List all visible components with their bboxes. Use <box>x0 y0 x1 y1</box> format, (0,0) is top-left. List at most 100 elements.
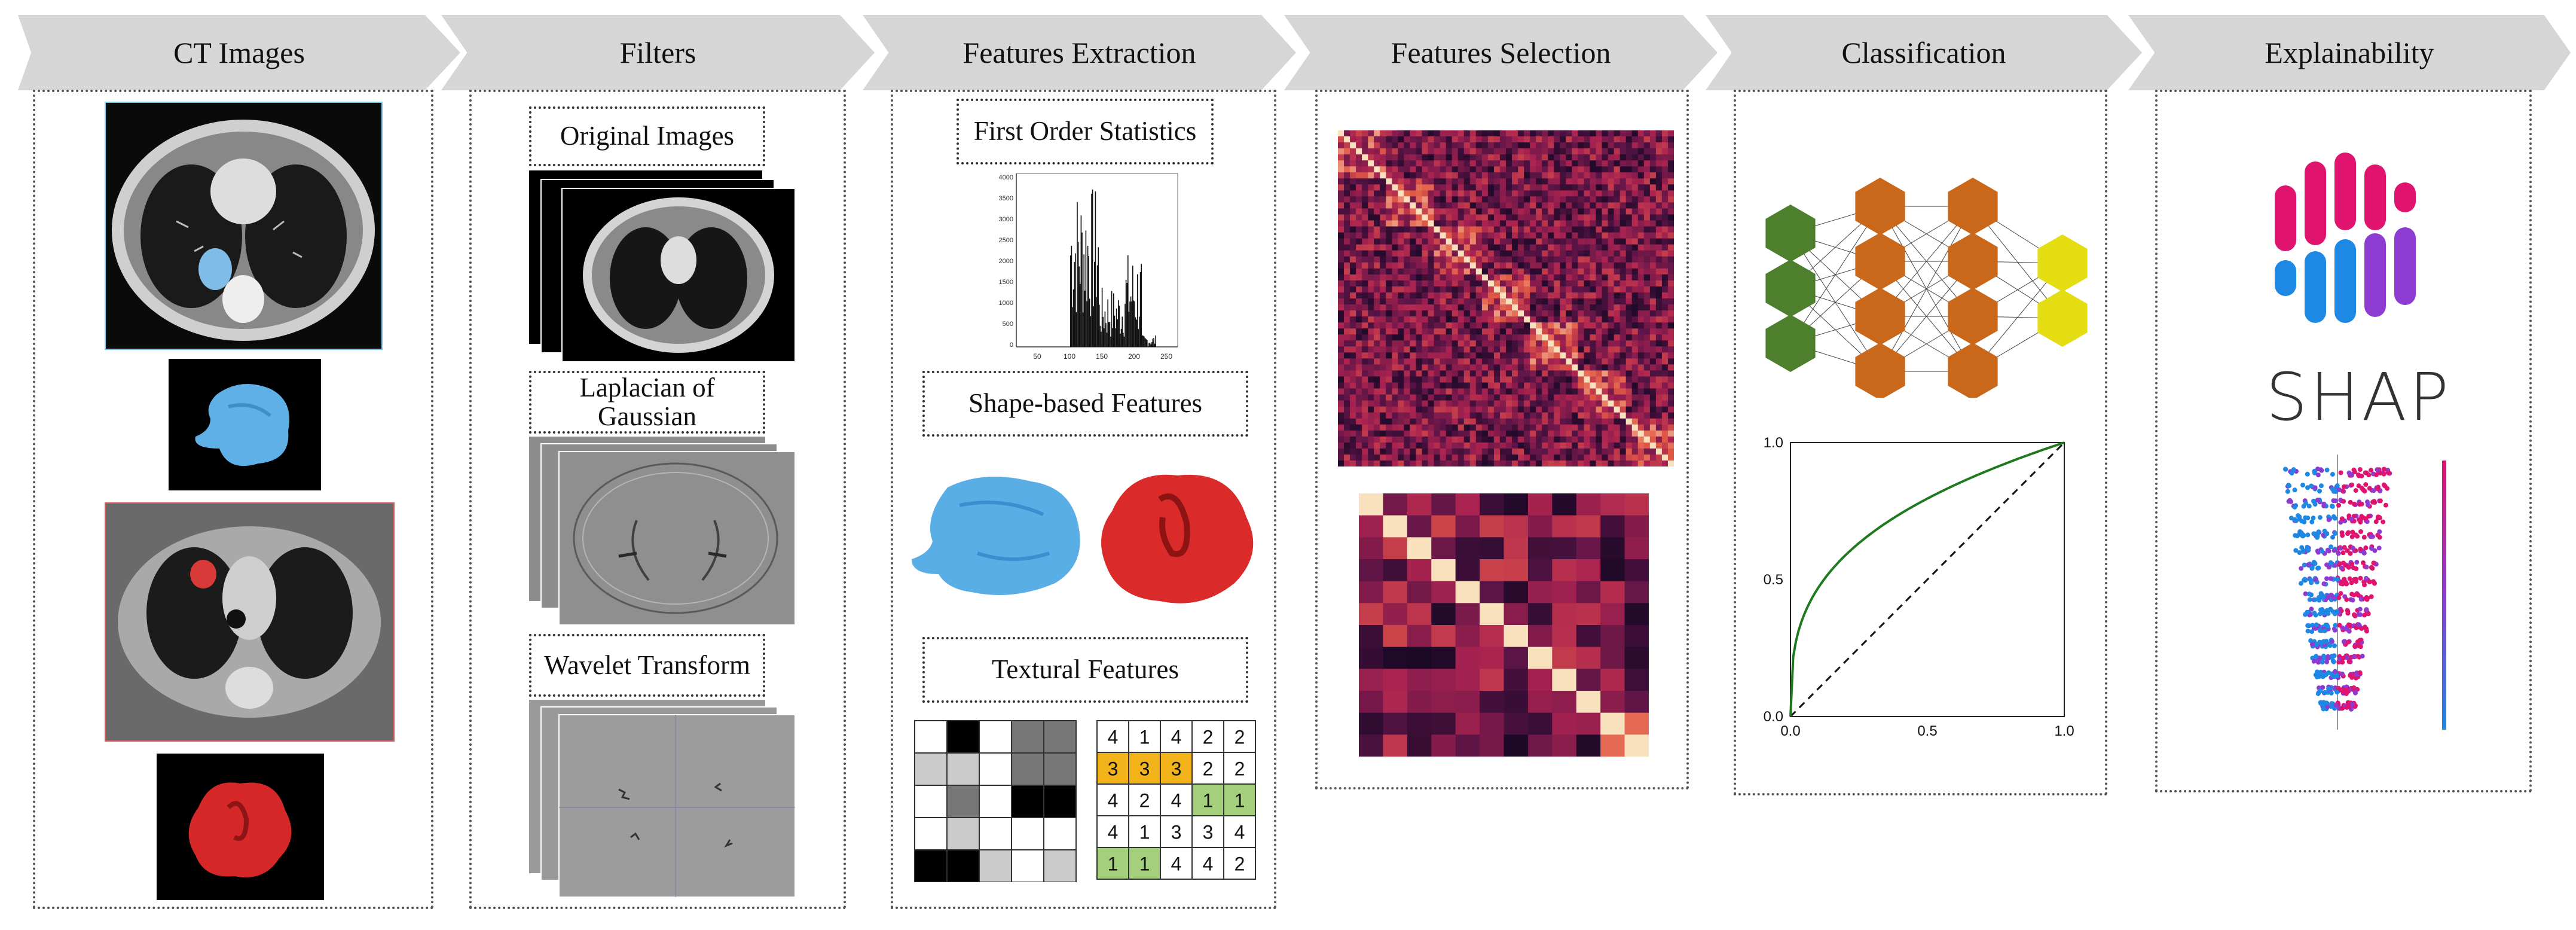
heatmap-cell <box>1548 274 1554 281</box>
heatmap-cell <box>1344 142 1350 149</box>
heatmap-cell <box>1530 358 1536 365</box>
shap-point <box>2309 642 2315 647</box>
heatmap-cell <box>1643 208 1651 215</box>
heatmap-cell <box>1631 460 1639 466</box>
heatmap-cell <box>1362 214 1368 221</box>
shap-point <box>2329 544 2334 550</box>
heatmap-cell <box>1356 448 1362 455</box>
heatmap-cell <box>1359 581 1383 603</box>
heatmap-cell <box>1602 178 1609 185</box>
heatmap-cell <box>1404 418 1411 425</box>
heatmap-cell <box>1667 424 1674 431</box>
histogram-bar <box>1150 344 1151 347</box>
heatmap-cell <box>1637 178 1645 185</box>
heatmap-cell <box>1380 154 1386 161</box>
heatmap-cell <box>1518 178 1524 185</box>
heatmap-cell <box>1380 196 1386 203</box>
heatmap-cell <box>1661 154 1669 161</box>
heatmap-cell <box>1392 238 1398 245</box>
heatmap-cell <box>1410 172 1417 179</box>
heatmap-cell <box>1554 142 1560 149</box>
heatmap-cell <box>1643 436 1651 443</box>
heatmap-cell <box>1536 448 1542 455</box>
heatmap-cell <box>1398 196 1404 203</box>
heatmap-cell <box>1661 286 1669 293</box>
tumor-3d-red-shape <box>1101 474 1254 603</box>
heatmap-cell <box>1584 418 1591 425</box>
heatmap-cell <box>1410 130 1417 137</box>
heatmap-cell <box>1625 178 1633 185</box>
heatmap-cell <box>1446 370 1453 377</box>
heatmap-cell <box>1368 382 1374 389</box>
heatmap-cell <box>1386 226 1392 233</box>
heatmap-cell <box>1566 172 1572 179</box>
heatmap-cell <box>1590 304 1597 311</box>
heatmap-cell <box>1493 280 1501 287</box>
heatmap-cell <box>1614 166 1621 173</box>
heatmap-cell <box>1452 346 1459 353</box>
heatmap-cell <box>1655 130 1663 137</box>
heatmap-cell <box>1356 376 1362 383</box>
heatmap-cell <box>1440 340 1447 347</box>
heatmap-cell <box>1428 184 1435 191</box>
heatmap-cell <box>1661 460 1669 466</box>
heatmap-cell <box>1548 142 1554 149</box>
heatmap-cell <box>1602 394 1609 401</box>
heatmap-cell <box>1590 400 1597 407</box>
heatmap-cell <box>1356 346 1362 353</box>
heatmap-cell <box>1434 280 1441 287</box>
heatmap-cell <box>1608 418 1615 425</box>
heatmap-cell <box>1548 382 1554 389</box>
heatmap-cell <box>1619 334 1627 341</box>
heatmap-cell <box>1356 400 1362 407</box>
heatmap-cell <box>1493 130 1501 137</box>
heatmap-cell <box>1619 460 1627 466</box>
heatmap-cell <box>1542 268 1548 275</box>
shap-point <box>2378 498 2383 504</box>
heatmap-cell <box>1578 454 1585 461</box>
heatmap-cell <box>1469 370 1477 377</box>
heatmap-cell <box>1457 268 1465 275</box>
heatmap-cell <box>1518 160 1524 167</box>
heatmap-cell <box>1524 328 1530 335</box>
heatmap-cell <box>1422 436 1429 443</box>
heatmap-cell <box>1560 436 1566 443</box>
heatmap-cell <box>1667 376 1674 383</box>
heatmap-cell <box>1374 262 1380 269</box>
heatmap-cell <box>1499 190 1507 197</box>
heatmap-cell <box>1602 376 1609 383</box>
heatmap-cell <box>1527 669 1553 691</box>
heatmap-cell <box>1548 172 1554 179</box>
heatmap-cell <box>1631 436 1639 443</box>
heatmap-cell <box>1637 418 1645 425</box>
heatmap-cell <box>1398 142 1404 149</box>
heatmap-cell <box>1440 394 1447 401</box>
heatmap-cell <box>1608 358 1615 365</box>
heatmap-cell <box>1590 388 1597 395</box>
heatmap-cell <box>1392 250 1398 257</box>
heatmap-cell <box>1475 406 1483 413</box>
heatmap-cell <box>1524 274 1530 281</box>
heatmap-cell <box>1542 130 1548 137</box>
heatmap-cell <box>1344 442 1350 449</box>
heatmap-cell <box>1608 370 1615 377</box>
heatmap-cell <box>1398 262 1404 269</box>
heatmap-cell <box>1440 400 1447 407</box>
heatmap-cell <box>1374 382 1380 389</box>
heatmap-cell <box>1518 460 1524 466</box>
heatmap-cell <box>1619 382 1627 389</box>
heatmap-cell <box>1410 346 1417 353</box>
heatmap-cell <box>1416 262 1423 269</box>
heatmap-cell <box>1338 184 1344 191</box>
shap-point <box>2358 575 2363 581</box>
heatmap-cell <box>1386 160 1392 167</box>
histogram-bar <box>1115 328 1116 347</box>
heatmap-cell <box>1440 436 1447 443</box>
heatmap-cell <box>1410 184 1417 191</box>
shap-logo-bar <box>2364 233 2386 317</box>
correlation-heatmap-small <box>1359 493 1649 757</box>
heatmap-cell <box>1619 142 1627 149</box>
heatmap-cell <box>1475 166 1483 173</box>
shap-point <box>2315 691 2321 696</box>
heatmap-cell <box>1431 559 1456 582</box>
